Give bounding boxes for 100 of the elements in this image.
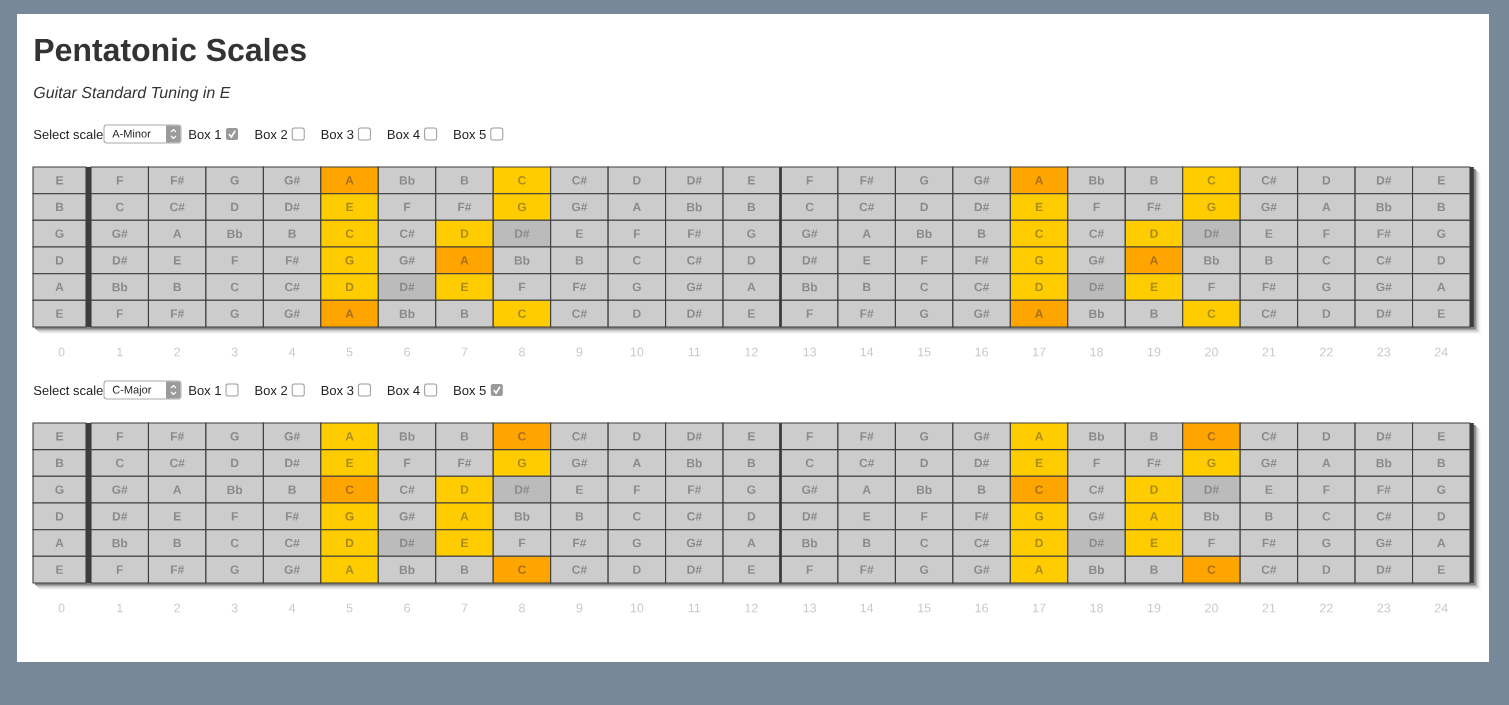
note-cell: F# <box>952 246 1011 275</box>
note-cell: A <box>320 422 379 451</box>
note-cell: E <box>1412 299 1471 328</box>
note-cell: C <box>780 193 839 221</box>
note-cell: A <box>607 193 667 221</box>
note-cell: F <box>90 422 149 451</box>
note-cell: E <box>32 299 87 328</box>
note-cell: A <box>435 502 494 531</box>
note-cell: C# <box>262 273 322 301</box>
note-cell: A <box>1412 273 1471 301</box>
note-cell: F# <box>837 422 896 451</box>
note-cell: B <box>262 219 322 248</box>
note-cell: B <box>837 529 896 557</box>
note-cell: D <box>32 502 87 531</box>
note-cell: C# <box>550 422 609 451</box>
note-cell: G <box>1009 246 1069 275</box>
note-cell: F# <box>435 449 494 477</box>
note-cell: F# <box>952 502 1011 531</box>
note-cell: C <box>1009 219 1069 248</box>
note-cell: C# <box>1239 299 1299 328</box>
checkbox-label: Box 3 <box>321 385 354 396</box>
note-cell: A <box>32 273 87 301</box>
note-cell: D# <box>262 193 322 221</box>
note-cell: A <box>1124 502 1184 531</box>
note-cell: F <box>780 299 839 328</box>
note-cell: G <box>607 273 667 301</box>
note-cell: A <box>435 246 494 275</box>
note-cell: G# <box>952 166 1011 195</box>
note-cell: D <box>1297 422 1356 451</box>
note-cell: F <box>492 529 552 557</box>
note-cell: E <box>550 475 609 504</box>
note-cell: F <box>377 449 437 477</box>
note-cell: G# <box>550 449 609 477</box>
note-cell: E <box>837 502 896 531</box>
note-cell: D <box>1412 502 1471 531</box>
note-cell: G <box>894 555 954 584</box>
note-cell: Bb <box>665 449 724 477</box>
note-cell: C# <box>550 166 609 195</box>
note-cell: D <box>1124 475 1184 504</box>
note-cell: A <box>837 219 896 248</box>
note-cell: Bb <box>780 273 839 301</box>
note-cell: C <box>205 529 264 557</box>
note-cell: C# <box>1354 502 1414 531</box>
note-cell: B <box>435 555 494 584</box>
note-cell: F# <box>837 299 896 328</box>
note-cell: Bb <box>205 475 264 504</box>
dropdown: A-Minor <box>103 124 182 144</box>
note-cell: B <box>32 193 87 221</box>
note-cell: E <box>1124 273 1184 301</box>
note-cell: Bb <box>894 475 954 504</box>
note-cell: B <box>262 475 322 504</box>
note-cell: F# <box>1239 529 1299 557</box>
note-cell: C# <box>665 246 724 275</box>
note-cell: C# <box>377 475 437 504</box>
note-cell: A <box>147 475 207 504</box>
note-cell: E <box>320 193 379 221</box>
note-cell: D <box>722 246 781 275</box>
note-cell: C <box>205 273 264 301</box>
note-cell: G# <box>665 273 724 301</box>
note-cell: C <box>1182 422 1241 451</box>
subtitle: Guitar Standard Tuning in E <box>34 86 231 102</box>
note-cell: F <box>780 555 839 584</box>
note-cell: G# <box>262 555 322 584</box>
note-cell: D# <box>1354 422 1414 451</box>
note-cell: F <box>1182 273 1241 301</box>
note-cell: G# <box>90 475 149 504</box>
note-cell: C <box>1297 502 1356 531</box>
note-cell: Bb <box>377 166 437 195</box>
note-cell: G <box>1297 529 1356 557</box>
select-label: Select scale <box>33 129 103 140</box>
note-cell: F# <box>550 529 609 557</box>
note-cell: F <box>1182 529 1241 557</box>
note-cell: C# <box>952 529 1011 557</box>
note-cell: Bb <box>1067 555 1126 584</box>
note-cell: B <box>1239 502 1299 531</box>
note-cell: G <box>1297 273 1356 301</box>
note-cell: G# <box>780 219 839 248</box>
note-cell: D <box>607 166 667 195</box>
note-cell: A <box>320 555 379 584</box>
checkbox-label: Box 2 <box>255 385 288 396</box>
note-cell: E <box>435 273 494 301</box>
note-cell: G <box>722 475 781 504</box>
note-cell: C <box>320 219 379 248</box>
note-cell: E <box>722 299 781 328</box>
dropdown: C-Major <box>103 380 182 400</box>
note-cell: D <box>1009 273 1069 301</box>
note-cell: G# <box>952 422 1011 451</box>
note-cell: Bb <box>1067 299 1126 328</box>
note-cell: C# <box>550 555 609 584</box>
note-cell: B <box>952 475 1011 504</box>
note-cell: A <box>722 529 781 557</box>
note-cell: G <box>1412 219 1471 248</box>
note-cell: C <box>1182 555 1241 584</box>
note-cell: G# <box>377 502 437 531</box>
note-cell: C <box>1297 246 1356 275</box>
note-cell: B <box>435 299 494 328</box>
note-cell: E <box>837 246 896 275</box>
note-cell: F <box>780 422 839 451</box>
note-cell: B <box>435 422 494 451</box>
note-cell: D <box>320 273 379 301</box>
